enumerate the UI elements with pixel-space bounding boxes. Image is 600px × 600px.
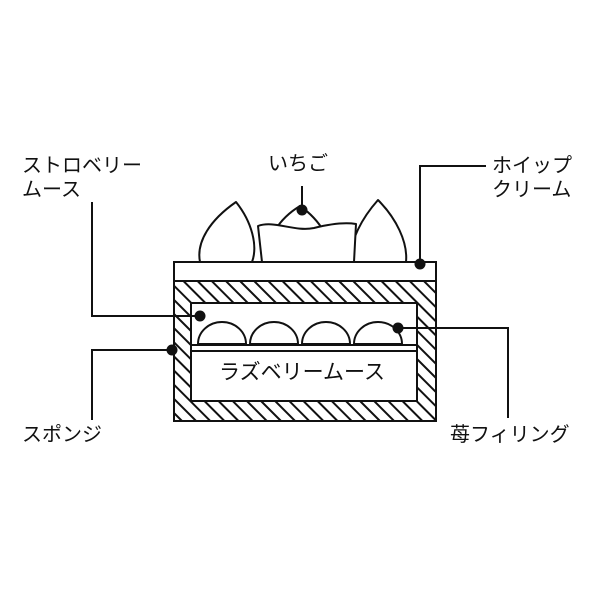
strawberry-filling-pieces [196, 321, 404, 345]
label-whipped-cream-line1: ホイップ [492, 153, 572, 177]
filling-piece-4 [352, 321, 404, 345]
leader-strawberry-filling [398, 327, 509, 418]
leader-whipped-cream [419, 165, 486, 264]
filling-piece-2 [248, 321, 300, 345]
dot-whipped-cream [414, 258, 426, 270]
dot-ichigo [296, 204, 308, 216]
strawberry-right [349, 199, 408, 263]
strawberry-topping [198, 199, 408, 263]
label-strawberry-mousse-line1: ストロベリー [22, 153, 142, 177]
filling-piece-3 [300, 321, 352, 345]
label-strawberry-filling: 苺フィリング [450, 422, 570, 446]
leader-strawberry-mousse [91, 202, 200, 317]
filling-piece-1 [196, 321, 248, 345]
leader-lines [91, 165, 509, 420]
dot-sponge [166, 344, 178, 356]
leader-sponge [91, 349, 172, 420]
label-ichigo: いちご [268, 151, 328, 175]
dot-strawberry-filling [392, 322, 404, 334]
ribbon-band [257, 222, 357, 263]
label-strawberry-mousse-line2: ムース [22, 177, 81, 201]
whipped-cream-layer [173, 261, 437, 282]
strawberry-left [198, 201, 256, 263]
dot-strawberry-mousse [194, 310, 206, 322]
leader-dots [166, 204, 426, 356]
label-whipped-cream-line2: クリーム [492, 177, 571, 201]
label-sponge: スポンジ [22, 422, 102, 446]
raspberry-mousse-label: ラズベリームース [219, 360, 385, 384]
